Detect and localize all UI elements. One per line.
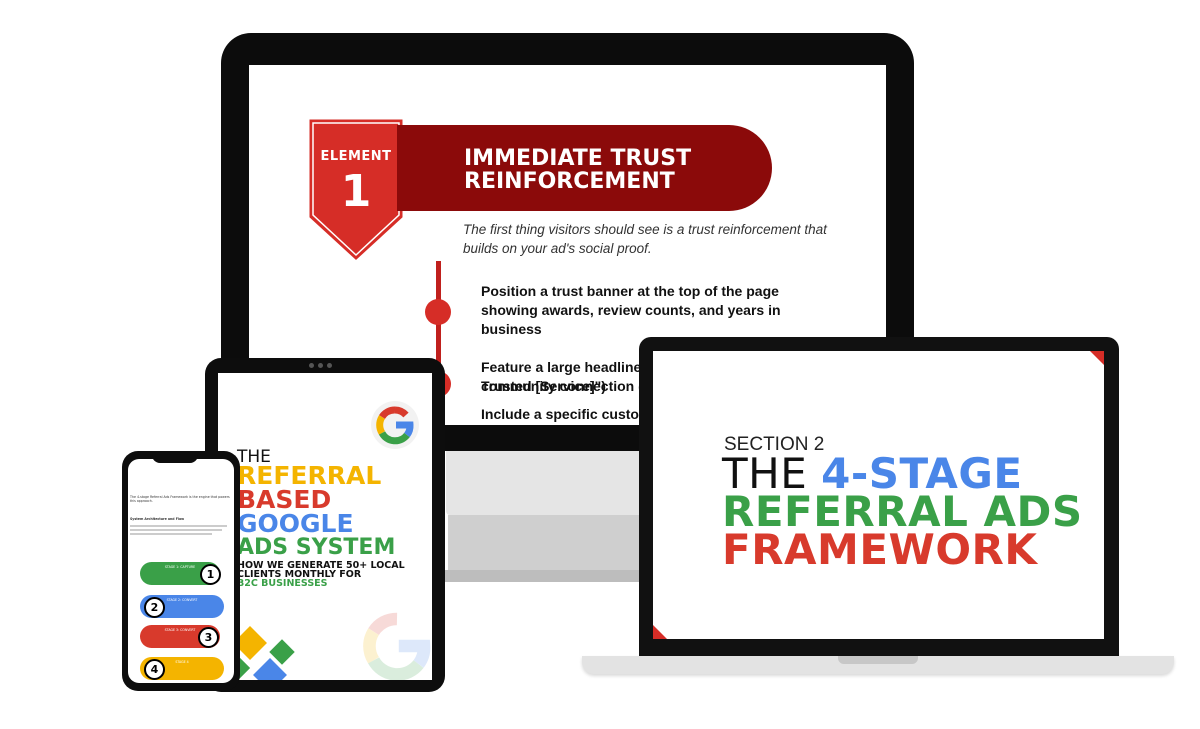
stage-number: 1 — [200, 564, 221, 585]
google-watermark-icon — [363, 612, 431, 680]
ebook-line-referral: REFERRAL — [237, 461, 382, 490]
monitor-screen: ELEMENT 1 IMMEDIATE TRUST REINFORCEMENT … — [249, 65, 886, 425]
laptop-notch — [838, 656, 918, 664]
phone-intro-text: The 4-stage Referral Ads Framework is th… — [130, 495, 230, 504]
title-stage: 4-STAGE — [821, 449, 1023, 498]
element-title: IMMEDIATE TRUST REINFORCEMENT — [464, 147, 764, 193]
tablet-screen: THE REFERRAL BASED GOOGLE ADS SYSTEM HOW… — [218, 373, 432, 680]
tablet-camera — [309, 363, 314, 368]
section-title: THE 4-STAGE REFERRAL ADS FRAMEWORK — [722, 453, 1102, 574]
corner-accent — [653, 625, 667, 639]
stage-number: 2 — [144, 597, 165, 618]
intro-text: The first thing visitors should see is a… — [463, 222, 827, 256]
ebook-subtitle-2: CLIENTS MONTHLY FOR — [237, 569, 362, 580]
stage-number: 3 — [198, 627, 219, 648]
laptop-screen: SECTION 2 THE 4-STAGE REFERRAL ADS FRAME… — [653, 351, 1104, 639]
phone-notch — [152, 451, 198, 463]
title-referral: REFERRAL ADS — [722, 487, 1083, 536]
corner-accent — [1090, 351, 1104, 365]
phone-section-heading: System Architecture and Flow — [130, 517, 185, 521]
laptop: SECTION 2 THE 4-STAGE REFERRAL ADS FRAME… — [639, 337, 1119, 657]
stage-number: 4 — [144, 659, 165, 680]
monitor-foot — [436, 570, 677, 582]
element-title-line2: REINFORCEMENT — [464, 169, 675, 194]
title-the: THE — [722, 449, 822, 498]
ebook-line-ads: ADS SYSTEM — [237, 535, 396, 560]
title-framework: FRAMEWORK — [722, 525, 1038, 574]
bullet-item: Position a trust banner at the top of th… — [481, 283, 781, 337]
tablet-camera — [327, 363, 332, 368]
ebook-line-based: BASED — [237, 485, 332, 514]
monitor-chin — [446, 451, 667, 515]
phone-screen: The 4-stage Referral Ads Framework is th… — [128, 459, 234, 683]
phone-body-text — [130, 523, 232, 541]
stage-label: STAGE 3: CONVERT — [164, 628, 196, 632]
badge-number: 1 — [340, 166, 372, 217]
stage-label: STAGE 2: CONVERT — [166, 598, 198, 602]
laptop-base — [582, 656, 1174, 674]
section-label: SECTION 2 — [724, 434, 825, 455]
stage-label: STAGE 4 — [175, 660, 189, 664]
timeline-line — [436, 261, 441, 425]
tablet-camera — [318, 363, 323, 368]
title-bar — [397, 125, 772, 211]
ebook-subtitle-1: HOW WE GENERATE 50+ LOCAL — [237, 560, 405, 571]
badge-label: ELEMENT — [320, 149, 392, 164]
timeline-dot — [425, 299, 451, 325]
desktop-monitor: ELEMENT 1 IMMEDIATE TRUST REINFORCEMENT … — [221, 33, 914, 451]
ebook-subtitle-3: B2C BUSINESSES — [237, 578, 328, 589]
ebook-the: THE — [237, 447, 271, 467]
stage-pill-1: STAGE 1: CAPTURE — [140, 562, 220, 585]
monitor-stand — [448, 515, 666, 570]
element-badge-icon — [306, 116, 406, 265]
element-title-line1: IMMEDIATE TRUST — [464, 146, 692, 171]
bullet-item-continued: Trusted [Service]") — [481, 378, 606, 394]
smartphone: The 4-stage Referral Ads Framework is th… — [122, 451, 240, 691]
tablet: THE REFERRAL BASED GOOGLE ADS SYSTEM HOW… — [205, 358, 445, 692]
stage-label: STAGE 1: CAPTURE — [164, 565, 196, 569]
ebook-line-google: GOOGLE — [237, 509, 354, 538]
bullet-item: Include a specific customer — [481, 406, 665, 422]
google-logo-icon — [371, 401, 419, 449]
